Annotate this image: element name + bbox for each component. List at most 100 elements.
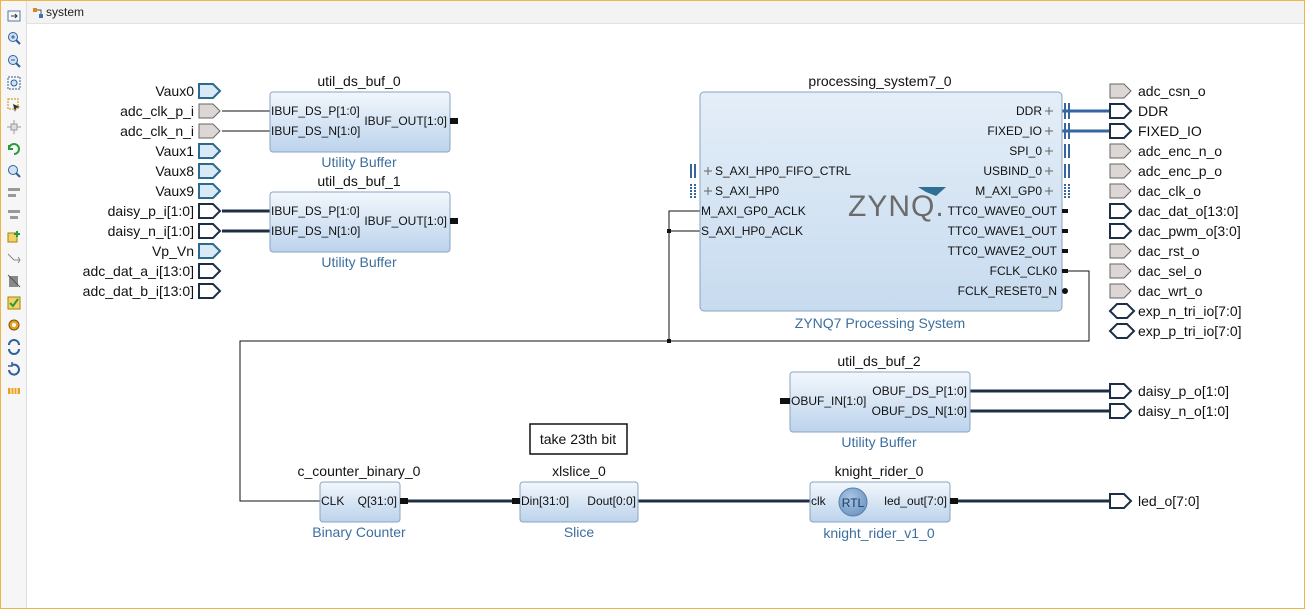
zoom-fit-icon[interactable] [6,75,22,91]
output-pin[interactable] [450,218,458,224]
port-label: daisy_n_i[1:0] [108,223,194,239]
block-title: util_ds_buf_0 [317,73,401,89]
diagram-toolbar [1,1,27,608]
select-area-icon[interactable] [6,97,22,113]
make-connection-icon[interactable] [6,251,22,267]
port-label: DDR [1138,103,1168,119]
block-subtitle: Slice [564,524,595,540]
plus-icon[interactable] [1045,187,1053,195]
input-port-adc-dat-a-i-13-0[interactable]: adc_dat_a_i[13:0] [83,263,222,279]
settings-icon[interactable] [6,317,22,333]
input-port-adc-clk-n-i[interactable]: adc_clk_n_i [120,123,221,139]
refresh-icon[interactable] [6,361,22,377]
output-port-dac-pwm-o-3-0[interactable]: dac_pwm_o[3:0] [1109,223,1241,239]
block-body[interactable] [699,91,1063,312]
output-port-exp-p-tri-io-7-0[interactable]: exp_p_tri_io[7:0] [1108,323,1242,339]
output-port-fixed-io[interactable]: FIXED_IO [1109,123,1202,139]
block-util-ds-buf-1[interactable]: util_ds_buf_1 IBUF_DS_P[1:0] IBUF_DS_N[1… [269,173,458,270]
output-pin[interactable] [1062,229,1068,233]
pin-label: DDR [1016,104,1042,118]
regenerate-layout-icon[interactable] [6,339,22,355]
output-pin[interactable] [450,118,458,124]
output-port-adc-enc-p-o[interactable]: adc_enc_p_o [1109,163,1222,179]
align-center-icon[interactable] [6,207,22,223]
annotation-comment[interactable]: take 23th bit [529,423,628,455]
input-port-vaux0[interactable]: Vaux0 [155,83,222,99]
zynq-logo-mark [918,187,946,196]
block-title: knight_rider_0 [835,463,924,479]
block-util-ds-buf-0[interactable]: util_ds_buf_0 IBUF_DS_P[1:0] IBUF_DS_N[1… [269,73,458,170]
input-pin[interactable] [512,498,520,504]
block-knight-rider-0[interactable]: knight_rider_0 clk RTL led_out[7:0] knig… [809,463,958,541]
add-ip-icon[interactable] [6,229,22,245]
wires [222,109,1110,503]
output-port-led-o-7-0[interactable]: led_o[7:0] [1109,493,1200,509]
input-port-vaux8[interactable]: Vaux8 [155,163,222,179]
output-pin[interactable] [950,498,958,504]
bus-interface-marker [1064,103,1070,198]
plus-icon[interactable] [1045,167,1053,175]
block-processing-system7-0[interactable]: processing_system7_0 S_AXI_HP0_FIFO_CTRL… [690,73,1070,331]
block-util-ds-buf-2[interactable]: util_ds_buf_2 OBUF_IN[1:0] OBUF_DS_P[1:0… [780,353,971,450]
input-port-adc-dat-b-i-13-0[interactable]: adc_dat_b_i[13:0] [83,283,222,299]
plus-icon[interactable] [1045,107,1053,115]
port-label: Vaux0 [155,83,194,99]
validate-icon[interactable] [6,295,22,311]
port-icon[interactable] [6,383,22,399]
input-port-daisy-p-i-1-0[interactable]: daisy_p_i[1:0] [108,203,222,219]
output-port-adc-csn-o[interactable]: adc_csn_o [1109,83,1206,99]
block-title: c_counter_binary_0 [298,463,421,479]
zoom-in-icon[interactable] [6,30,22,46]
pin-label: OBUF_DS_N[1:0] [872,404,967,418]
tab-title[interactable]: system [46,5,85,19]
port-label: adc_dat_a_i[13:0] [83,263,194,279]
move-icon[interactable] [6,119,22,135]
output-port-exp-n-tri-io-7-0[interactable]: exp_n_tri_io[7:0] [1108,303,1242,319]
block-subtitle: knight_rider_v1_0 [823,525,935,541]
output-pin[interactable] [1062,249,1068,253]
plus-icon[interactable] [704,187,712,195]
rtl-badge-icon [838,487,868,517]
port-label: daisy_p_o[1:0] [1138,383,1229,399]
output-pin[interactable] [1062,209,1068,213]
plus-icon[interactable] [704,167,712,175]
output-port-adc-enc-n-o[interactable]: adc_enc_n_o [1109,143,1222,159]
output-pin[interactable] [1062,288,1068,294]
cut-icon[interactable] [6,273,22,289]
input-port-vaux1[interactable]: Vaux1 [155,143,222,159]
block-subtitle: ZYNQ7 Processing System [795,315,965,331]
search-icon[interactable] [6,163,22,179]
output-port-ddr[interactable]: DDR [1109,103,1168,119]
plus-icon[interactable] [1045,127,1053,135]
output-pin[interactable] [1062,269,1068,273]
output-port-dac-dat-o-13-0[interactable]: dac_dat_o[13:0] [1109,203,1238,219]
block-subtitle: Utility Buffer [321,254,397,270]
align-left-icon[interactable] [6,185,22,201]
output-port-daisy-p-o-1-0[interactable]: daisy_p_o[1:0] [1109,383,1229,399]
output-pin[interactable] [400,498,408,504]
block-xlslice-0[interactable]: xlslice_0 Din[31:0] Dout[0:0] Slice [512,463,639,540]
port-label: exp_p_tri_io[7:0] [1138,323,1242,339]
input-pin[interactable] [780,398,790,404]
annotation-text: take 23th bit [540,431,616,447]
input-port-adc-clk-p-i[interactable]: adc_clk_p_i [120,103,221,119]
pin-label: S_AXI_HP0_FIFO_CTRL [715,164,851,178]
output-port-dac-wrt-o[interactable]: dac_wrt_o [1109,283,1203,299]
port-label: dac_clk_o [1138,183,1201,199]
input-port-daisy-n-i-1-0[interactable]: daisy_n_i[1:0] [108,223,222,239]
pin-label: Q[31:0] [358,494,397,508]
fit-window-icon[interactable] [6,8,22,24]
plus-icon[interactable] [1045,147,1053,155]
input-port-vp-vn[interactable]: Vp_Vn [152,243,222,259]
block-c-counter-binary-0[interactable]: c_counter_binary_0 CLK Q[31:0] Binary Co… [298,463,421,540]
port-label: adc_clk_p_i [120,103,194,119]
input-port-vaux9[interactable]: Vaux9 [155,183,222,199]
pin-label: IBUF_OUT[1:0] [364,214,447,228]
rotate-icon[interactable] [6,141,22,157]
output-port-dac-rst-o[interactable]: dac_rst_o [1109,243,1200,259]
output-port-daisy-n-o-1-0[interactable]: daisy_n_o[1:0] [1109,403,1229,419]
zoom-out-icon[interactable] [6,53,22,69]
output-port-dac-clk-o[interactable]: dac_clk_o [1109,183,1201,199]
output-port-dac-sel-o[interactable]: dac_sel_o [1109,263,1202,279]
